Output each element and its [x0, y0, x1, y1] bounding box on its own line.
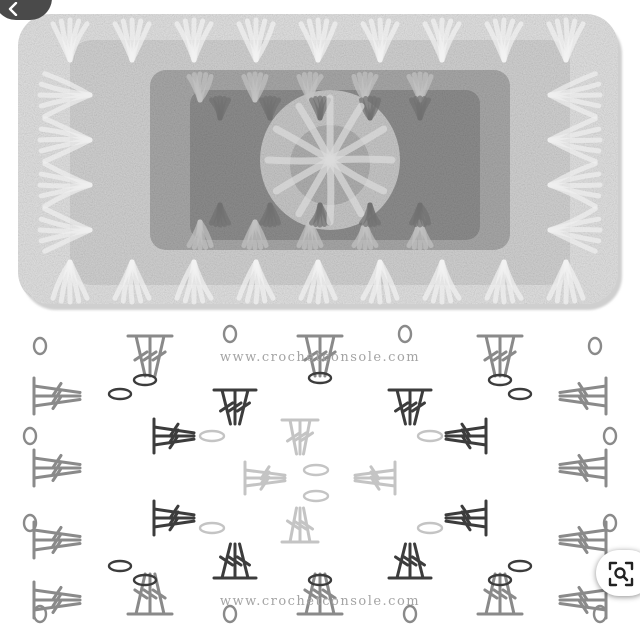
arrow-left-icon — [8, 2, 30, 16]
yarn-strand — [330, 159, 392, 160]
granny-square-photo — [0, 0, 640, 318]
yarn-strand — [330, 160, 331, 222]
image-search-button[interactable] — [596, 550, 640, 596]
image-search-icon — [608, 561, 634, 587]
yarn-strand — [268, 160, 330, 161]
crochet-stitch-chart — [0, 318, 640, 640]
watermark-bottom: www.crochetconsole.com — [0, 594, 640, 609]
watermark-top: www.crochetconsole.com — [0, 350, 640, 365]
